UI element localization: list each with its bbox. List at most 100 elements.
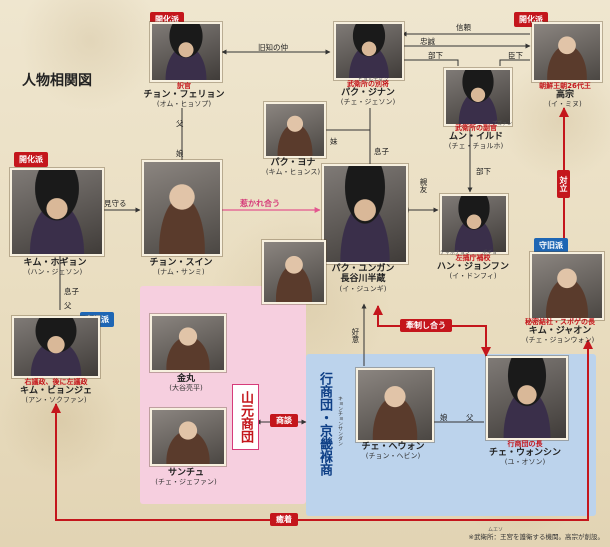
actor-ildo: (チェ・チョルホ) [448,142,504,151]
name-hogyon: キム・ホギョン [23,258,87,268]
name-yona: パク・ヨナ [270,158,316,168]
caption-wonsin: 行商団の長 チェ・ウォンシン (ユ・オソン) [478,440,572,466]
actor-kojong: (イ・ミヌ) [548,100,582,109]
name-kinmaru: 金丸 [176,374,195,384]
actor-yungan: (イ・ジュンギ) [339,284,387,293]
caption-hewon: チェ・ヘウォン (チョン・ヘビン) [346,442,440,460]
rel-hikareau: 惹かれ合う [240,199,280,208]
photo-kojong [532,22,602,82]
name-fuerin: チョン・フェリョン [143,90,225,101]
caption-suin: チョン・スイン (ナム・サンミ) [136,258,226,276]
role-jonfun: 左捕庁補校 [455,254,491,262]
ruby-betsusho: ピョルチャン [358,77,388,83]
ruby-fukukan: プゴァン [492,121,513,127]
caption-kojong: 朝鮮王朝26代王 高宗 (イ・ミヌ) [520,82,610,108]
actor-jaon: (チェ・ジョンウォン) [525,336,595,345]
photo-hogyon [10,168,104,256]
ruby-kyojo: キョンチョンサンダン [337,396,343,446]
role-jinyan: 武衛所の別将 [347,80,389,88]
caption-jonfun: 左捕庁補校 ハン・ジョンフン (イ・ドンフィ) [428,254,518,280]
rel-chichi3: 父 [466,413,474,422]
name-sanchu: サンチュ [167,468,204,478]
name-hewon: チェ・ヘウォン [361,442,425,452]
caption-yungan: パク・ユンガン 長谷川半蔵 (イ・ジュンギ) [316,264,410,293]
caption-sanchu: サンチュ (チェ・ジェファン) [142,468,230,486]
photo-yungan [322,164,408,264]
actor-kinmaru: (大谷亮平) [169,384,203,393]
actor-jinyan: (チェ・ジェソン) [340,98,396,107]
rel-buka1: 部下 [428,51,443,60]
rel-shinrai: 信頼 [456,23,471,32]
rel-kenseiau: 牽制し合う [400,319,452,332]
rel-yuchaku: 癒着 [270,513,298,526]
role-byongje: 右議政、後に左議政 [24,378,88,386]
actor-hogyon: (ハン・ジェソン) [27,268,83,277]
photo-byongje [12,316,100,378]
actor-hewon: (チョン・ヘビン) [365,452,421,461]
rel-buka2: 部下 [476,167,491,176]
name-wonsin: チェ・ウォンシン [488,448,561,459]
badge-shukyu-jaon: 守旧派 [534,238,568,253]
ruby-muesho: ムエソ [488,527,504,533]
photo-jaon [530,252,604,320]
role-fuerin: 訳官 [177,82,191,90]
ruby-sahocho: チャボチョン [440,250,470,256]
photo-jonfun [440,194,508,254]
caption-kinmaru: 金丸 (大谷亮平) [142,374,230,392]
photo-yona [264,102,326,158]
caption-jinyan: 武衛所の別将 パク・ジナン (チェ・ジェソン) [318,80,418,106]
rel-musume: 娘 [176,149,184,158]
photo-ildo [444,68,512,126]
caption-ildo: 武衛所の副官 ムン・イルド (チェ・チョルホ) [432,124,520,150]
rel-imouto: 妹 [330,137,338,146]
name-kojong: 高宗 [555,90,574,101]
role-jaon: 秘密結社・スボゲの長 [525,318,595,326]
actor-wonsin: (ユ・オソン) [504,458,546,467]
photo-wonsin [486,356,568,440]
photo-fuerin [150,22,222,82]
caption-yona: パク・ヨナ (キム・ヒョンス) [252,158,334,176]
actor-yona: (キム・ヒョンス) [265,168,321,177]
photo-hasegawa [262,240,326,304]
rel-shinyu: 親友 [419,178,428,193]
caption-byongje: 右議政、後に左議政 キム・ビョンジェ (アン・ソクファン) [4,378,108,404]
caption-fuerin: 訳官 チョン・フェリョン (オム・ヒョソプ) [128,82,240,108]
org-gyoshodan: 行商団・京畿褓商 [317,372,332,476]
rel-chusei: 忠誠 [420,37,435,46]
name-suin: チョン・スイン [149,258,213,268]
name-jaon: キム・ジャオン [528,326,592,337]
caption-jaon: 秘密結社・スボゲの長 キム・ジャオン (チェ・ジョンウォン) [510,318,610,344]
photo-jinyan [334,22,404,80]
org-sangen: 山元商団 [232,384,259,450]
actor-suin: (ナム・サンミ) [157,268,205,277]
rel-shinka: 臣下 [508,51,523,60]
actor-byongje: (アン・ソクファン) [25,396,87,405]
rel-koui: 好意 [351,328,360,343]
rel-mimamoru: 見守る [104,199,127,208]
photo-suin [142,160,222,256]
actor-fuerin: (オム・ヒョソプ) [156,100,212,109]
caption-hogyon: キム・ホギョン (ハン・ジェソン) [4,258,106,276]
rel-tairitsu: 対立 [557,170,570,198]
badge-kaika-hogyon: 開化派 [14,152,48,167]
rel-chichi2: 父 [64,301,72,310]
photo-sanchu [150,408,226,466]
rel-shodan: 商談 [270,414,298,427]
name-jonfun: ハン・ジョンフン [437,262,509,273]
actor-jonfun: (イ・ドンフィ) [449,272,497,281]
role-ildo: 武衛所の副官 [455,124,497,132]
rel-musuko1: 息子 [374,147,389,156]
rel-musume2: 娘 [440,413,448,422]
footnote: ※武衛所：王宮を護衛する機関。高宗が創設。 [468,533,604,541]
chart-title: 人物相関図 [22,73,92,89]
ruby-hoko: ポギョ [482,250,498,256]
role-kojong: 朝鮮王朝26代王 [539,82,591,90]
name-byongje: キム・ビョンジェ [19,386,92,397]
name-ildo: ムン・イルド [448,132,503,143]
photo-kinmaru [150,314,226,372]
rel-musuko2: 息子 [64,287,79,296]
name-jinyan: パク・ジナン [341,88,395,99]
name-yungan-alias: 長谷川半蔵 [340,274,386,285]
